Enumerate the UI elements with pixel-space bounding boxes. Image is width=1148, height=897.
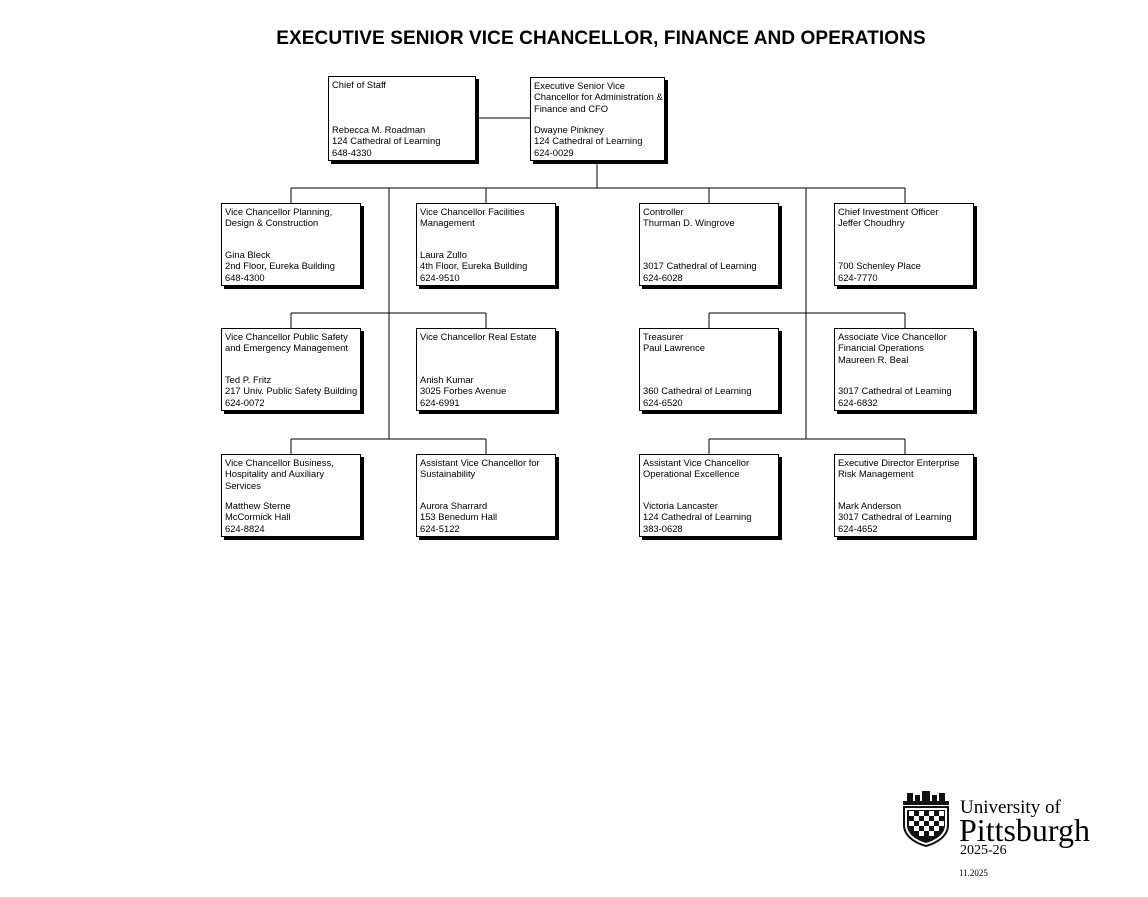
person-name: Paul Lawrence [643,342,706,354]
university-seal-icon [903,791,949,847]
box-avc-sustainability: Assistant Vice Chancellor for Sustainabi… [416,454,556,537]
office-location: 153 Benedum Hall [420,511,498,523]
role-line: Chief Investment Officer [838,206,939,217]
office-location: 217 Univ. Public Safety Building [225,385,358,397]
role-line: Hospitality and Auxiliary [225,468,325,480]
role-line: Assistant Vice Chancellor for [420,457,540,468]
phone-number: 624-6991 [420,396,460,408]
chart-title: EXECUTIVE SENIOR VICE CHANCELLOR, FINANC… [276,28,926,49]
office-location: 2nd Floor, Eureka Building [225,260,335,272]
office-location: 3017 Cathedral of Learning [838,385,952,397]
person-name: Victoria Lancaster [643,500,718,512]
role-line: and Emergency Management [225,342,348,354]
role-line: Chief of Staff [332,79,387,90]
role-line: Services [225,479,261,491]
box-chief-of-staff: Chief of Staff Rebecca M. Roadman 124 Ca… [328,76,476,161]
phone-number: 624-6028 [643,271,683,283]
phone-number: 624-0029 [534,146,574,158]
role-line: Chancellor for Administration & [534,91,663,103]
phone-number: 624-6832 [838,396,878,408]
person-name: Dwayne Pinkney [534,124,604,136]
office-location: 3025 Forbes Avenue [420,385,507,397]
role-line: Design & Construction [225,217,319,229]
box-vc-planning: Vice Chancellor Planning, Design & Const… [221,203,361,286]
phone-number: 624-7770 [838,271,878,283]
role-line: Finance and CFO [534,102,608,114]
office-location: 4th Floor, Eureka Building [420,260,528,272]
role-line: Associate Vice Chancellor [838,331,947,342]
role-line: Executive Senior Vice [534,80,626,91]
person-name: Jeffer Choudhry [838,217,905,229]
role-line: Controller [643,206,684,217]
box-esvc: Executive Senior Vice Chancellor for Adm… [530,77,665,161]
office-location: 3017 Cathedral of Learning [838,511,952,523]
role-line: Vice Chancellor Business, [225,457,334,468]
person-name: Gina Bleck [225,249,271,261]
office-location: 124 Cathedral of Learning [534,135,643,147]
role-line: Vice Chancellor Real Estate [420,331,537,342]
phone-number: 624-5122 [420,522,460,534]
logo-pittsburgh: Pittsburgh [959,812,1090,848]
box-vc-business: Vice Chancellor Business, Hospitality an… [221,454,361,537]
person-name: Thurman D. Wingrove [643,217,735,229]
box-controller: Controller Thurman D. Wingrove 3017 Cath… [639,203,779,286]
box-ed-enterprise-risk: Executive Director Enterprise Risk Manag… [834,454,974,537]
phone-number: 624-0072 [225,396,265,408]
office-location: 3017 Cathedral of Learning [643,260,757,272]
box-vc-real-estate: Vice Chancellor Real Estate Anish Kumar … [416,328,556,411]
phone-number: 624-9510 [420,271,460,283]
academic-year: 2025-26 [960,843,1007,858]
person-name: Maureen R. Beal [838,353,909,365]
person-name: Anish Kumar [420,374,474,386]
box-vc-public-safety: Vice Chancellor Public Safety and Emerge… [221,328,361,411]
logo-university-of: University of [960,797,1061,818]
role-line: Treasurer [643,331,684,342]
role-line: Operational Excellence [643,468,740,480]
box-vc-facilities: Vice Chancellor Facilities Management La… [416,203,556,286]
role-line: Sustainability [420,468,476,480]
box-treasurer: Treasurer Paul Lawrence 360 Cathedral of… [639,328,779,411]
phone-number: 624-8824 [225,522,265,534]
role-line: Financial Operations [838,342,924,354]
person-name: Laura Zullo [420,249,467,261]
phone-number: 624-6520 [643,396,683,408]
role-line: Vice Chancellor Public Safety [225,331,348,342]
box-avc-financial-operations: Associate Vice Chancellor Financial Oper… [834,328,974,411]
office-location: McCormick Hall [225,511,291,523]
phone-number: 383-0628 [643,522,683,534]
role-line: Management [420,217,475,229]
office-location: 700 Schenley Place [838,260,921,272]
box-chief-investment-officer: Chief Investment Officer Jeffer Choudhry… [834,203,974,286]
role-line: Executive Director Enterprise [838,457,960,468]
person-name: Ted P. Fritz [225,374,272,386]
role-line: Risk Management [838,468,914,480]
phone-number: 624-4652 [838,522,878,534]
person-name: Mark Anderson [838,500,902,512]
person-name: Matthew Sterne [225,500,291,512]
office-location: 124 Cathedral of Learning [643,511,752,523]
role-line: Assistant Vice Chancellor [643,457,750,468]
person-name: Rebecca M. Roadman [332,124,426,136]
person-name: Aurora Sharrard [420,500,488,512]
role-line: Vice Chancellor Facilities [420,206,525,217]
office-location: 124 Cathedral of Learning [332,135,441,147]
revision-date: 11.2025 [959,868,988,878]
phone-number: 648-4330 [332,146,372,158]
box-avc-operational-excellence: Assistant Vice Chancellor Operational Ex… [639,454,779,537]
phone-number: 648-4300 [225,271,265,283]
role-line: Vice Chancellor Planning, [225,206,333,217]
office-location: 360 Cathedral of Learning [643,385,752,397]
